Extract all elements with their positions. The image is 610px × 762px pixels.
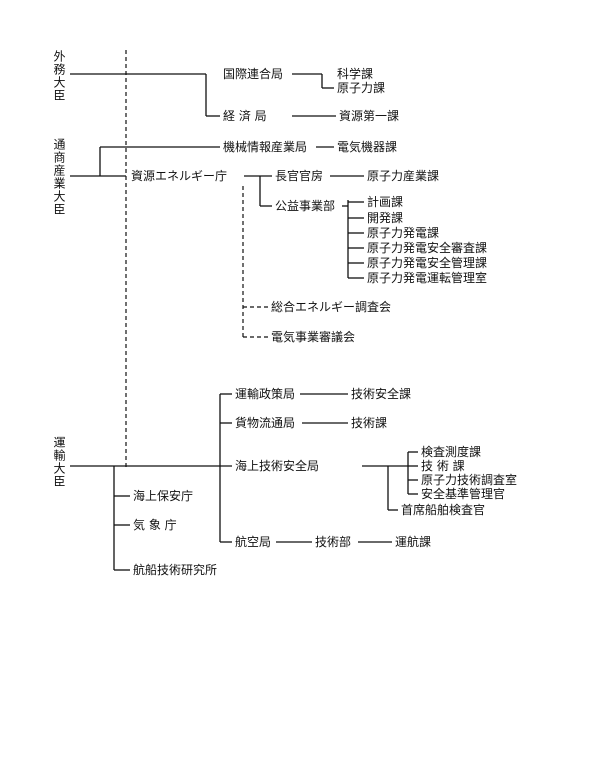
node-maritime-division: 技 術 課: [420, 459, 466, 473]
node-resources-first-division: 資源第一課: [338, 109, 401, 123]
node-anre: 資源エネルギー庁: [130, 169, 229, 183]
node-chief-inspector: 首席船舶検査官: [400, 503, 487, 517]
node-electric-equipment-division: 電気機器課: [336, 140, 399, 154]
node-public-utilities-dept: 公益事業部: [274, 199, 337, 213]
node-un-bureau: 国際連合局: [222, 67, 285, 81]
node-nuclear-division: 原子力課: [336, 81, 387, 95]
node-nuclear-industry-division: 原子力産業課: [366, 169, 441, 183]
node-pu-division: 原子力発電安全審査課: [366, 241, 489, 255]
node-pu-division: 開発課: [366, 211, 405, 225]
minister-transport: 運輸大臣: [52, 436, 66, 488]
node-economic-bureau: 経 済 局: [222, 109, 268, 123]
node-maritime-division: 検査測度課: [420, 445, 483, 459]
minister-foreign: 外務大臣: [52, 50, 66, 102]
node-aviation-bureau: 航空局: [234, 535, 273, 549]
node-tech-dept: 技術部: [314, 535, 353, 549]
minister-miti: 通商産業大臣: [52, 138, 66, 216]
node-maritime-division: 安全基準管理官: [420, 487, 507, 501]
node-freight-bureau: 貨物流通局: [234, 416, 297, 430]
node-pu-division: 計画課: [366, 195, 405, 209]
node-energy-council: 総合エネルギー調査会: [270, 300, 393, 314]
node-operations-division: 運航課: [394, 535, 433, 549]
node-maritime-bureau: 海上技術安全局: [234, 459, 321, 473]
node-electric-council: 電気事業審議会: [270, 330, 357, 344]
node-policy-safety-division: 技術安全課: [350, 387, 413, 401]
node-policy-bureau: 運輸政策局: [234, 387, 297, 401]
node-secretariat: 長官官房: [274, 169, 325, 183]
node-freight-tech-division: 技術課: [350, 416, 389, 430]
node-ship-research-institute: 航船技術研究所: [132, 563, 219, 577]
node-pu-division: 原子力発電安全管理課: [366, 256, 489, 270]
node-coast-guard: 海上保安庁: [132, 489, 195, 503]
node-science-division: 科学課: [336, 67, 375, 81]
node-meteorological-agency: 気 象 庁: [132, 518, 178, 532]
node-machinery-bureau: 機械情報産業局: [222, 140, 309, 154]
node-pu-division: 原子力発電運転管理室: [366, 271, 489, 285]
node-pu-division: 原子力発電課: [366, 226, 441, 240]
node-maritime-division: 原子力技術調査室: [420, 473, 519, 487]
